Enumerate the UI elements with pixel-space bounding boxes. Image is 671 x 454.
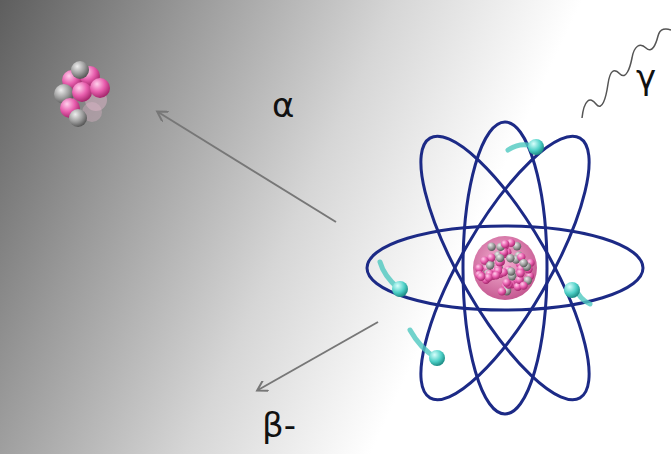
- alpha-arrow: [158, 112, 336, 222]
- nucleon: [498, 287, 506, 295]
- alpha-label: α: [272, 88, 294, 122]
- nucleon: [487, 243, 495, 251]
- nucleon: [520, 259, 528, 267]
- nucleon: [519, 281, 527, 289]
- nucleon: [496, 254, 504, 262]
- nucleon: [516, 269, 524, 277]
- nucleon: [507, 267, 515, 275]
- nucleus: [473, 236, 537, 300]
- beta-label: β-: [262, 408, 296, 442]
- nucleon: [501, 240, 509, 248]
- nucleon: [477, 273, 485, 281]
- gamma-label: γ: [636, 60, 656, 94]
- nucleon: [486, 261, 494, 269]
- alpha-particle: [54, 61, 110, 127]
- nucleon: [484, 273, 492, 281]
- nucleon: [506, 254, 514, 262]
- nucleon: [492, 271, 500, 279]
- electron-trails: [380, 145, 590, 358]
- electron-orbits: [367, 116, 643, 420]
- gamma-wave: [582, 29, 671, 118]
- electrons: [392, 139, 580, 366]
- beta-arrow: [258, 322, 378, 390]
